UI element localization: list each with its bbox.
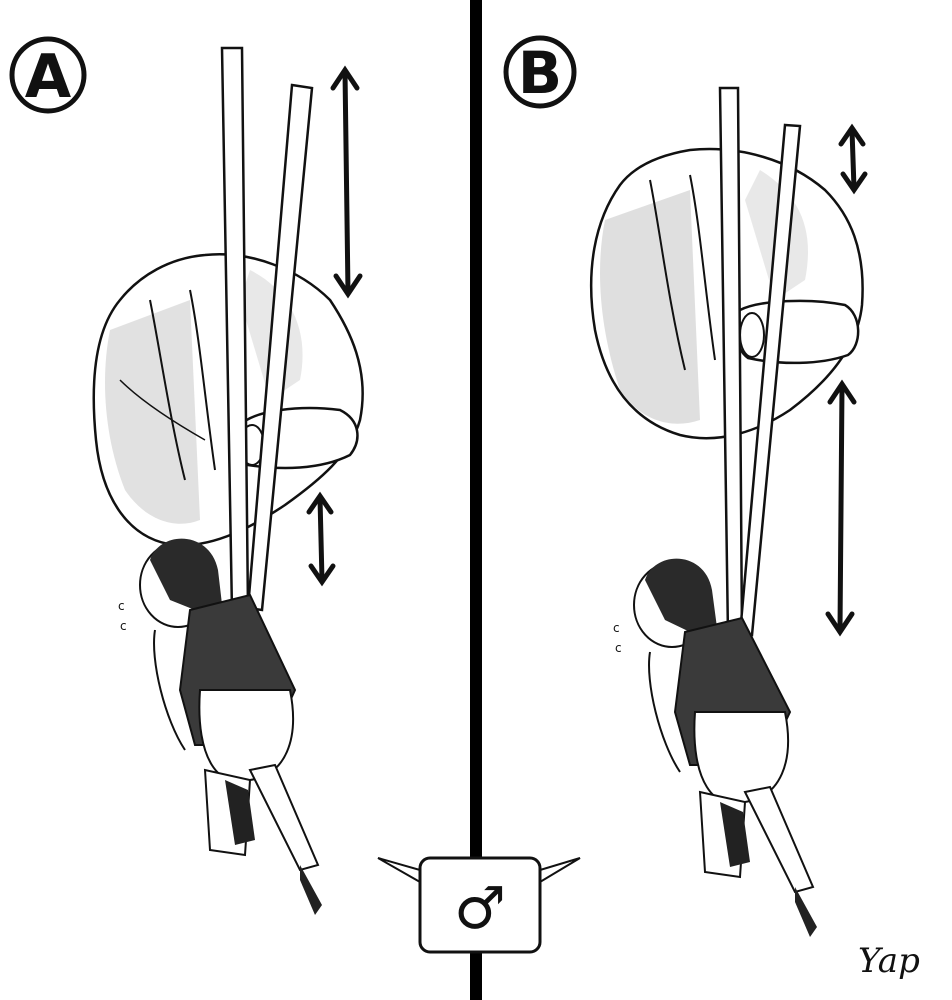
pinched-girl-b: c c xyxy=(613,558,817,937)
panel-label-b: B xyxy=(503,35,577,109)
svg-text:c: c xyxy=(615,641,622,655)
artist-signature: Yap xyxy=(858,941,920,981)
panel-divider xyxy=(470,0,482,1000)
chopsticks-b xyxy=(718,86,802,638)
pinched-girl-a: c c xyxy=(118,538,322,915)
panel-label-a: A xyxy=(9,36,87,114)
svg-text:c: c xyxy=(613,621,620,635)
male-symbol-icon: ♂ xyxy=(454,874,506,942)
svg-text:c: c xyxy=(120,619,127,633)
panel-label-a-text: A xyxy=(25,42,72,112)
panel-b: B c c xyxy=(503,35,868,937)
gender-box: ♂ xyxy=(377,856,581,954)
panel-a: A xyxy=(9,36,364,915)
double-arrow-icon xyxy=(306,491,336,587)
double-arrow-icon xyxy=(838,123,868,195)
double-arrow-icon xyxy=(330,65,363,299)
panel-label-b-text: B xyxy=(518,39,562,107)
double-arrow-icon xyxy=(825,379,857,637)
svg-text:c: c xyxy=(118,599,125,613)
